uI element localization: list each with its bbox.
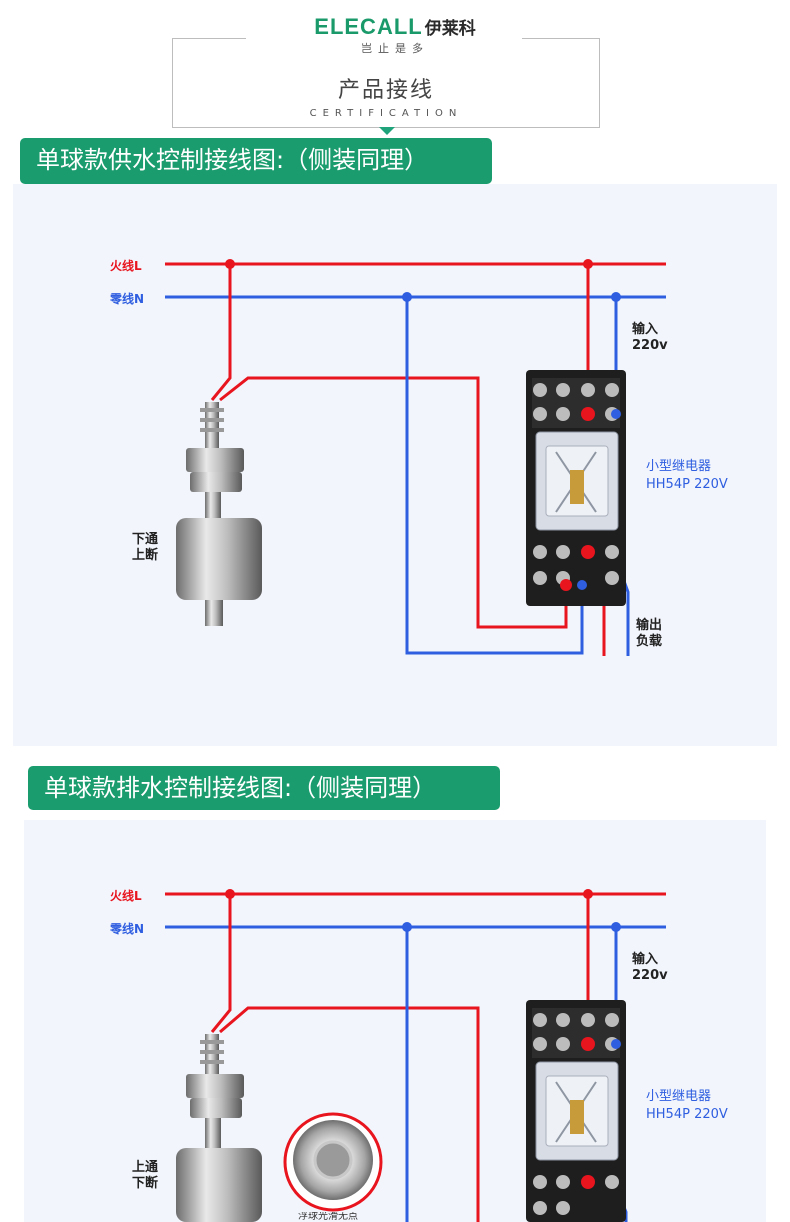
s2-switch-return [219,1006,480,1222]
section2-diagram-panel [24,820,766,1222]
page-title: 产品接线 [337,78,434,103]
s2-callout-label: 浮球光滑无点 [298,1212,358,1222]
logo-text: ELECALL [314,14,423,39]
s1-input-label: 输入 220v [632,322,668,353]
s1-switch-label: 下通 上断 [132,532,159,563]
header-frame-line-right [522,38,600,39]
s1-neutral-to-coil [405,297,584,655]
slogan: 岂止是多 [361,42,429,55]
s2-relay-icon [526,1000,626,1222]
s2-ball-closeup-icon [283,1112,383,1212]
s1-switch-return [219,376,568,629]
s2-float-switch-icon [176,1034,262,1222]
s1-float-switch-icon [176,402,262,626]
s1-live-to-switch [210,264,232,401]
s1-output-label: 输出 负载 [636,618,663,649]
s2-live-to-switch [210,894,232,1033]
s1-live-label: 火线L [110,259,142,273]
s1-neutral-label: 零线N [110,292,145,306]
s2-switch-label: 上通 下断 [132,1160,159,1191]
section1-diagram-panel [13,184,777,746]
s2-relay-label: 小型继电器 HH54P 220V [646,1089,728,1122]
header-triangle-marker [379,127,395,135]
logo-cn-text: 伊莱科 [424,19,476,39]
s2-input-label: 输入 220v [632,952,668,983]
section2-title: 单球款排水控制接线图:（侧装同理） [28,766,500,810]
header-frame-line-left [172,38,246,39]
s1-relay-label: 小型继电器 HH54P 220V [646,459,728,492]
page-subtitle: CERTIFICATION [309,108,463,119]
s2-live-label: 火线L [110,889,142,903]
s2-neutral-label: 零线N [110,922,145,936]
s1-relay-icon [526,370,626,606]
section1-title: 单球款供水控制接线图:（侧装同理） [20,138,492,184]
